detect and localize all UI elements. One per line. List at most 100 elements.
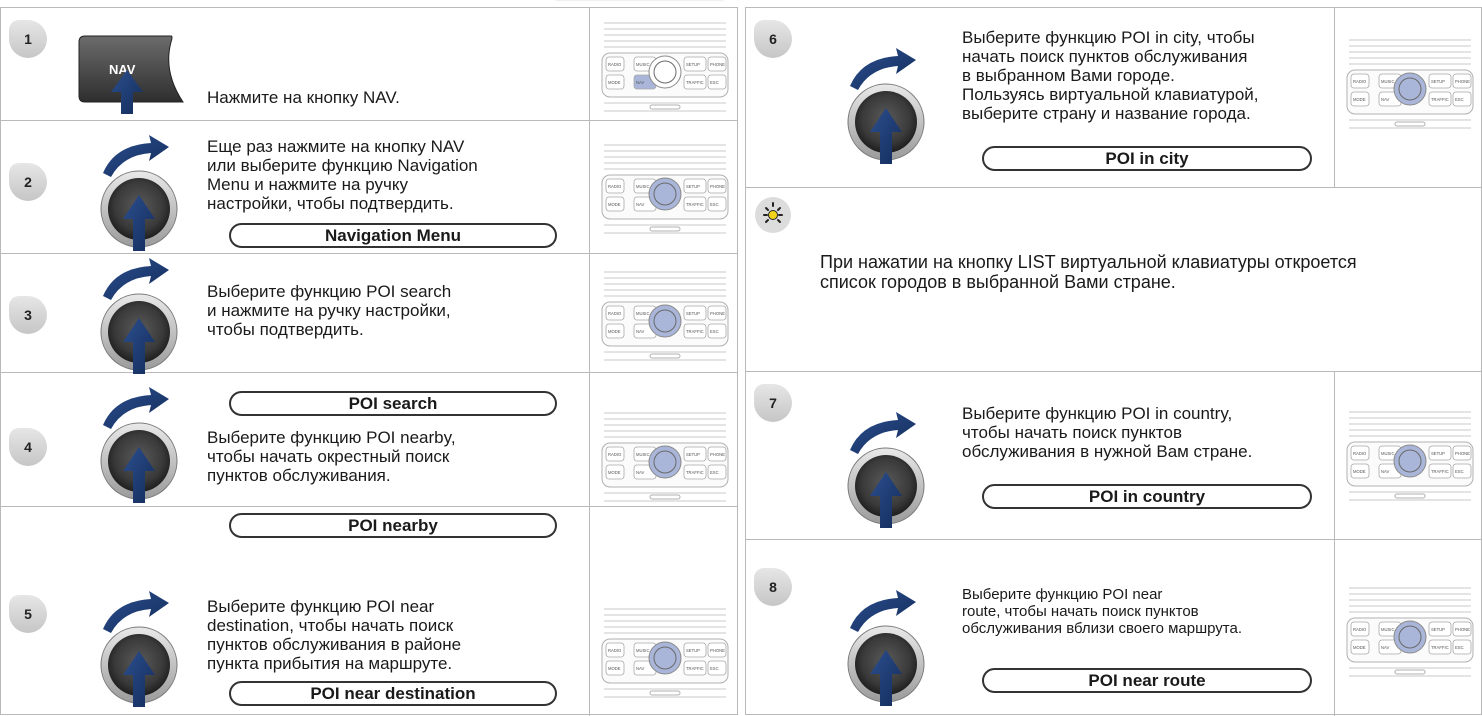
step-7-row: 7 Выберите функцию POI in country, чтобы… — [746, 372, 1481, 540]
push-arrow-icon — [123, 651, 155, 707]
poi-in-city-button[interactable]: POI in city — [982, 146, 1312, 171]
svg-text:MODE: MODE — [608, 329, 621, 334]
step-text-line: чтобы начать окрестный поиск — [207, 447, 450, 466]
step-8-text: Выберите функцию POI near route, чтобы н… — [962, 586, 1242, 637]
svg-text:PHONE: PHONE — [1455, 451, 1470, 456]
svg-text:SETUP: SETUP — [686, 184, 700, 189]
tip-row: При нажатии на кнопку LIST виртуальной к… — [746, 188, 1481, 372]
push-arrow-icon — [123, 195, 155, 251]
step-text-line: обслуживания в нужной Вам стране. — [962, 442, 1253, 461]
step-number: 4 — [9, 428, 47, 466]
step-text-line: чтобы начать поиск пунктов — [962, 423, 1182, 442]
svg-text:MODE: MODE — [1353, 645, 1366, 650]
step-text-line: и нажмите на ручку настройки, — [207, 301, 451, 320]
poi-near-route-button[interactable]: POI near route — [982, 668, 1312, 693]
step-text-line: чтобы подтвердить. — [207, 320, 364, 339]
step-number: 2 — [9, 163, 47, 201]
rotary-knob-icon — [100, 591, 178, 707]
poi-near-destination-button[interactable]: POI near destination — [229, 681, 557, 706]
svg-text:NAV: NAV — [636, 329, 645, 334]
step-3-row: 3 Выберите функцию POI search и нажмите … — [1, 254, 740, 416]
curved-arrow-icon — [850, 48, 916, 90]
step-text-line: route, чтобы начать поиск пунктов — [962, 603, 1199, 620]
curved-arrow-icon — [103, 387, 169, 429]
svg-text:PHONE: PHONE — [710, 62, 725, 67]
tip-text: При нажатии на кнопку LIST виртуальной к… — [820, 252, 1357, 292]
svg-text:NAV: NAV — [1381, 97, 1390, 102]
rotary-knob-icon — [847, 48, 925, 164]
svg-text:TRAFFIC: TRAFFIC — [686, 202, 704, 207]
poi-search-button[interactable]: POI search — [229, 391, 557, 416]
svg-text:MUSIC: MUSIC — [636, 62, 650, 67]
svg-text:RADIO: RADIO — [608, 452, 622, 457]
svg-text:RADIO: RADIO — [1353, 627, 1367, 632]
svg-text:ESC: ESC — [1455, 97, 1464, 102]
svg-text:TRAFFIC: TRAFFIC — [1431, 645, 1449, 650]
svg-text:NAV: NAV — [1381, 469, 1390, 474]
svg-text:ESC: ESC — [1455, 645, 1464, 650]
console-thumbnail: RADIO MUSIC SETUP PHONE MODE NAV TRAFFIC ESC — [1334, 372, 1482, 540]
rotary-knob-icon — [847, 590, 925, 706]
curved-arrow-icon — [850, 412, 916, 454]
svg-text:RADIO: RADIO — [1353, 451, 1367, 456]
tip-text-line: При нажатии на кнопку LIST виртуальной к… — [820, 252, 1357, 272]
push-arrow-icon — [870, 108, 902, 164]
svg-text:ESC: ESC — [1455, 469, 1464, 474]
step-5-row: 5 Выберите функцию POI near destination,… — [1, 507, 737, 716]
poi-nearby-button[interactable]: POI nearby — [229, 513, 557, 538]
tip-text-line: список городов в выбранной Вами стране. — [820, 272, 1176, 292]
rotary-knob-icon — [847, 412, 925, 528]
svg-text:MODE: MODE — [1353, 469, 1366, 474]
svg-text:ESC: ESC — [710, 470, 719, 475]
svg-text:TRAFFIC: TRAFFIC — [686, 80, 704, 85]
step-1-text: Нажмите на кнопку NAV. — [207, 88, 400, 107]
svg-text:PHONE: PHONE — [1455, 79, 1470, 84]
svg-text:SETUP: SETUP — [1431, 451, 1445, 456]
poi-in-country-button[interactable]: POI in country — [982, 484, 1312, 509]
step-text-line: начать поиск пунктов обслуживания — [962, 47, 1248, 66]
push-arrow-icon — [870, 472, 902, 528]
step-8-row: 8 Выберите функцию POI near route, чтобы… — [746, 540, 1481, 716]
svg-text:SETUP: SETUP — [1431, 79, 1445, 84]
navigation-menu-button[interactable]: Navigation Menu — [229, 223, 557, 248]
svg-text:ESC: ESC — [710, 666, 719, 671]
svg-text:RADIO: RADIO — [608, 62, 622, 67]
rotary-knob-icon — [100, 135, 178, 251]
svg-text:TRAFFIC: TRAFFIC — [1431, 97, 1449, 102]
step-text-line: Menu и нажмите на ручку — [207, 175, 408, 194]
step-text-line: или выберите функцию Navigation — [207, 156, 478, 175]
svg-text:TRAFFIC: TRAFFIC — [1431, 469, 1449, 474]
svg-text:NAV: NAV — [636, 80, 645, 85]
svg-text:PHONE: PHONE — [710, 452, 725, 457]
svg-text:MUSIC: MUSIC — [636, 452, 650, 457]
nav-button-icon: NAV — [78, 35, 184, 114]
step-4-row: 4 Выберите функцию POI nearby, чтобы нач… — [1, 373, 737, 538]
push-arrow-icon — [123, 447, 155, 503]
svg-text:RADIO: RADIO — [608, 311, 622, 316]
svg-text:MODE: MODE — [608, 80, 621, 85]
step-2-row: 2 Еще раз нажмите на кнопку NAV или выбе… — [1, 121, 737, 254]
svg-text:MUSIC: MUSIC — [1381, 627, 1395, 632]
svg-text:PHONE: PHONE — [710, 648, 725, 653]
svg-text:PHONE: PHONE — [710, 311, 725, 316]
svg-text:MUSIC: MUSIC — [1381, 451, 1395, 456]
step-5-text: Выберите функцию POI near destination, ч… — [207, 597, 461, 673]
step-number: 7 — [754, 384, 792, 422]
svg-text:NAV: NAV — [636, 202, 645, 207]
step-text-line: пунктов обслуживания в районе — [207, 635, 462, 654]
step-text-line: Выберите функцию POI nearby, — [207, 428, 456, 447]
svg-text:SETUP: SETUP — [686, 648, 700, 653]
step-7-text: Выберите функцию POI in country, чтобы н… — [962, 404, 1252, 461]
step-2-text: Еще раз нажмите на кнопку NAV или выбери… — [207, 137, 478, 213]
svg-text:NAV: NAV — [1381, 645, 1390, 650]
